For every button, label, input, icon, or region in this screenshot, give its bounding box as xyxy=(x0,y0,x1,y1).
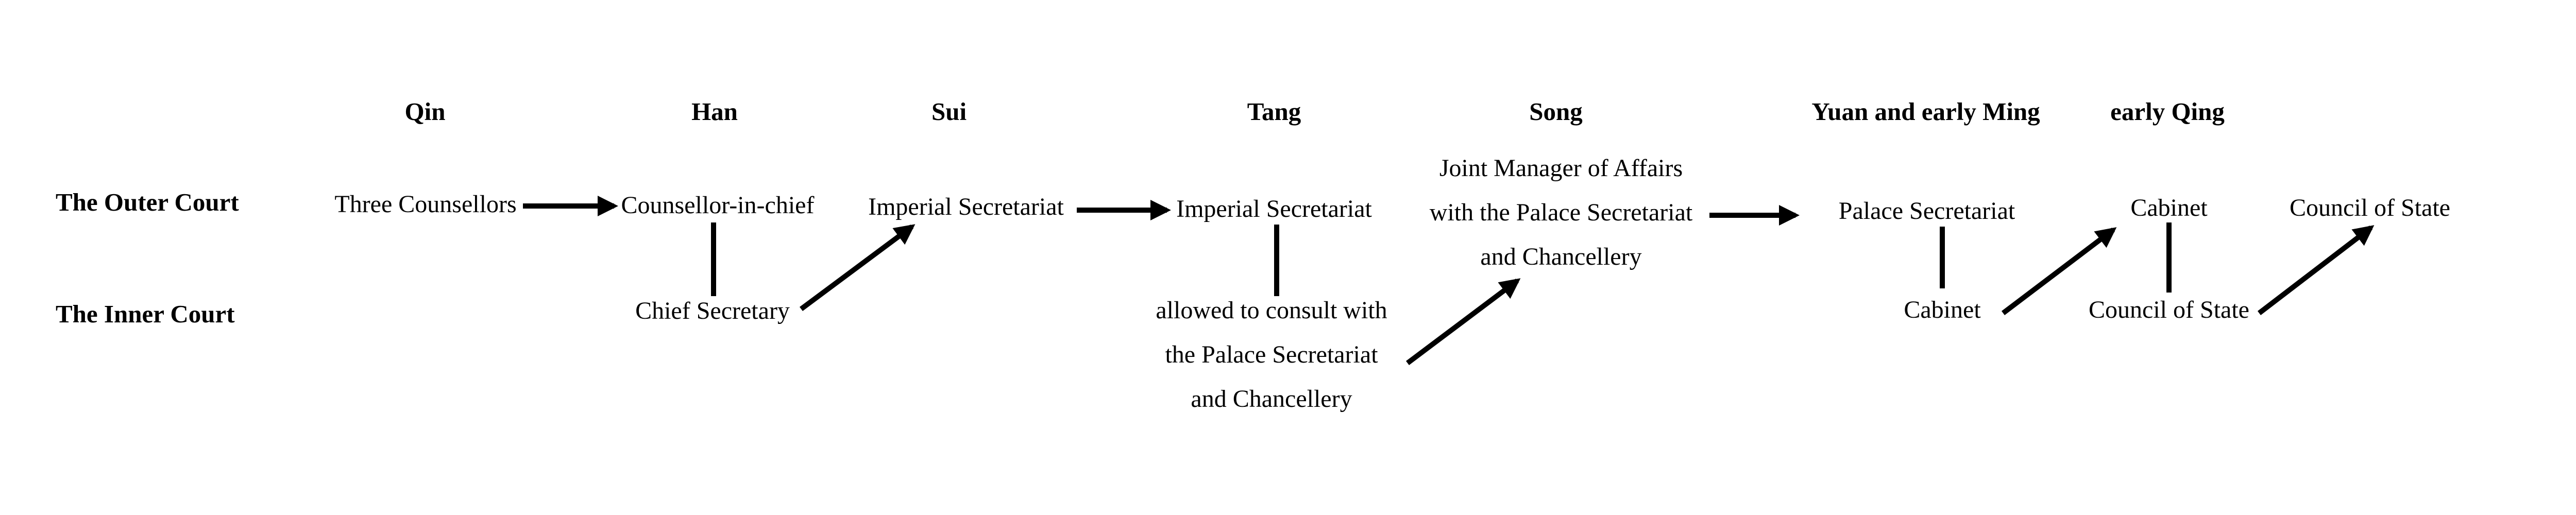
node-song-line-2: with the Palace Secretariat xyxy=(1429,199,1693,226)
dynasty-yuan-early-ming: Yuan and early Ming xyxy=(1811,97,2040,126)
arrow-qing-inner-to-council xyxy=(2257,225,2375,315)
node-tang-inner-line-2: the Palace Secretariat xyxy=(1165,341,1378,368)
node-song-joint-manager: Joint Manager of Affairs with the Palace… xyxy=(1430,146,1692,279)
node-tang-allowed-to-consult: allowed to consult with the Palace Secre… xyxy=(1156,288,1387,421)
node-tang-imperial-secretariat: Imperial Secretariat xyxy=(1176,195,1372,222)
arrow-han-inner-to-sui xyxy=(800,224,916,312)
node-tang-inner-line-3: and Chancellery xyxy=(1191,385,1352,413)
dynasty-song: Song xyxy=(1529,97,1583,126)
dynasty-early-qing: early Qing xyxy=(2110,97,2225,126)
node-han-counsellor-in-chief: Counsellor-in-chief xyxy=(621,192,815,219)
node-qing-council-of-state-inner: Council of State xyxy=(2089,296,2249,323)
node-qing-council-of-state-outer: Council of State xyxy=(2290,194,2450,221)
node-song-line-1: Joint Manager of Affairs xyxy=(1439,154,1683,182)
row-label-outer-court: The Outer Court xyxy=(56,188,239,216)
node-qin-three-counsellors: Three Counsellors xyxy=(334,191,517,218)
dynasty-sui: Sui xyxy=(931,97,967,126)
node-tang-inner-line-1: allowed to consult with xyxy=(1156,297,1387,324)
node-han-chief-secretary: Chief Secretary xyxy=(635,297,790,324)
node-qing-cabinet: Cabinet xyxy=(2130,194,2208,221)
dynasty-tang: Tang xyxy=(1247,97,1301,126)
node-yuan-ming-cabinet: Cabinet xyxy=(1904,296,1981,323)
row-label-inner-court: The Inner Court xyxy=(56,300,235,328)
node-song-line-3: and Chancellery xyxy=(1480,243,1642,270)
arrow-tang-inner-to-song xyxy=(1405,278,1521,365)
dynasty-han: Han xyxy=(691,97,738,126)
arrow-yuan-ming-inner-to-qing xyxy=(2001,227,2117,315)
node-sui-imperial-secretariat: Imperial Secretariat xyxy=(868,193,1064,220)
node-yuan-ming-palace-secretariat: Palace Secretariat xyxy=(1838,197,2015,225)
dynasty-qin: Qin xyxy=(404,97,446,126)
